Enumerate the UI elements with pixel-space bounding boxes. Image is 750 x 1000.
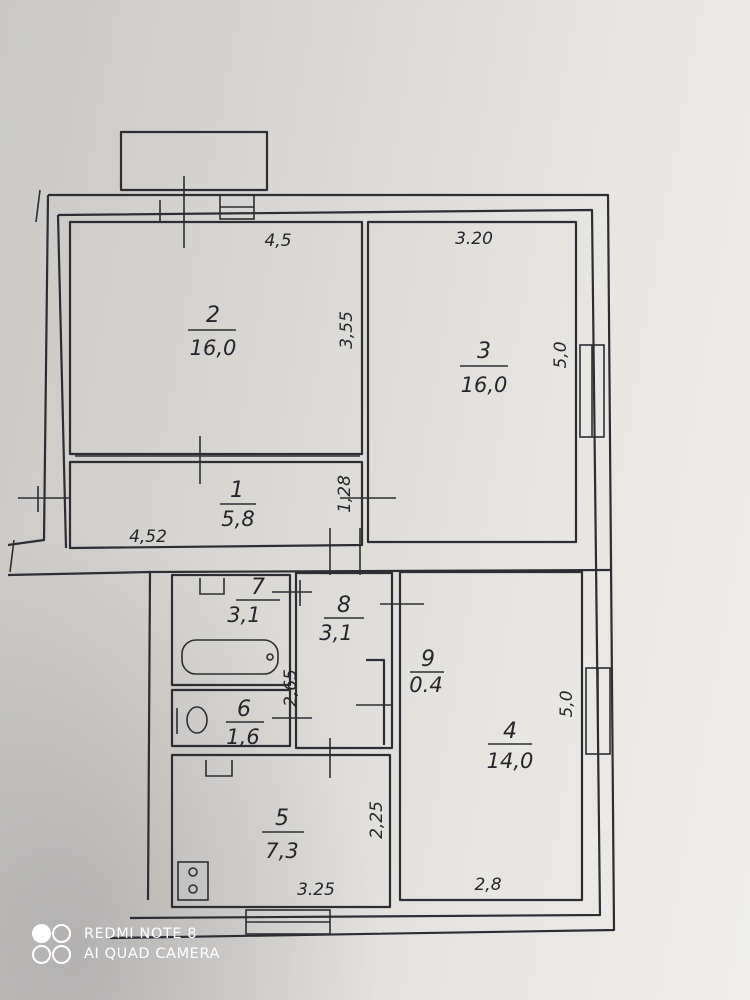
watermark-device: REDMI NOTE 8 — [84, 926, 198, 942]
dim-room-4-width: 2,8 — [474, 875, 501, 895]
room-9-outline — [366, 658, 386, 745]
room-5-area: 7,3 — [265, 839, 298, 863]
door-marks — [18, 176, 424, 778]
dim-room-3-height: 5,0 — [551, 341, 571, 368]
camera-watermark: REDMI NOTE 8 AI QUAD CAMERA — [32, 924, 220, 964]
room-6-area: 1,6 — [226, 725, 259, 749]
room-2-number: 2 — [206, 303, 220, 328]
room-2-area: 16,0 — [190, 336, 237, 360]
ai-camera-icon — [32, 924, 74, 964]
watermark-camera: AI QUAD CAMERA — [84, 946, 221, 962]
room-9-number: 9 — [421, 647, 435, 672]
break-marks — [9, 189, 41, 573]
left-wall — [7, 194, 68, 549]
room-7-outline — [170, 573, 292, 687]
dim-room-1-width: 4,52 — [129, 527, 167, 547]
room-7-area: 3,1 — [227, 603, 260, 627]
dim-room-1-height: 1,28 — [335, 475, 355, 513]
room-6-number: 6 — [237, 697, 251, 722]
dim-room-3-width: 3.20 — [455, 229, 493, 249]
room-7-number: 7 — [251, 575, 265, 600]
room-1-area: 5,8 — [221, 507, 254, 531]
room-8-outline — [294, 571, 394, 750]
dim-room-4-height: 5,0 — [557, 690, 577, 717]
stove-shape — [177, 861, 209, 901]
bathtub-shape — [181, 639, 279, 675]
sink-room-5 — [205, 760, 233, 777]
room-1-outline — [68, 460, 364, 550]
room-9-area: 0.4 — [409, 673, 442, 697]
room-5-outline — [170, 753, 392, 909]
sink-room-7 — [199, 578, 225, 595]
dim-room-2-width: 4,5 — [264, 231, 291, 251]
stove-burner-2 — [188, 884, 198, 894]
room-2-outline — [68, 220, 364, 456]
room-4-number: 4 — [503, 719, 517, 744]
dim-room-5-height: 2,25 — [367, 801, 387, 839]
room-3-outline — [366, 220, 578, 544]
room-8-number: 8 — [337, 593, 351, 618]
room-1-number: 1 — [230, 478, 244, 503]
bathtub-drain — [266, 653, 274, 661]
room-4-area: 14,0 — [487, 749, 534, 773]
dim-room-8-height: 2,65 — [281, 669, 301, 707]
dim-room-5-width: 3.25 — [297, 880, 335, 900]
room-8-area: 3,1 — [319, 621, 352, 645]
room-3-area: 16,0 — [461, 373, 508, 397]
dim-room-2-height: 3,55 — [337, 311, 357, 349]
room-3-number: 3 — [477, 339, 491, 364]
toilet-shape — [186, 706, 208, 734]
inner-wall — [57, 208, 602, 920]
balcony-outline — [119, 130, 269, 192]
corridor-wall — [7, 568, 611, 901]
outer-wall — [48, 193, 616, 940]
room-5-number: 5 — [275, 806, 289, 831]
room-4-outline — [398, 570, 584, 902]
stove-burner-1 — [188, 867, 198, 877]
